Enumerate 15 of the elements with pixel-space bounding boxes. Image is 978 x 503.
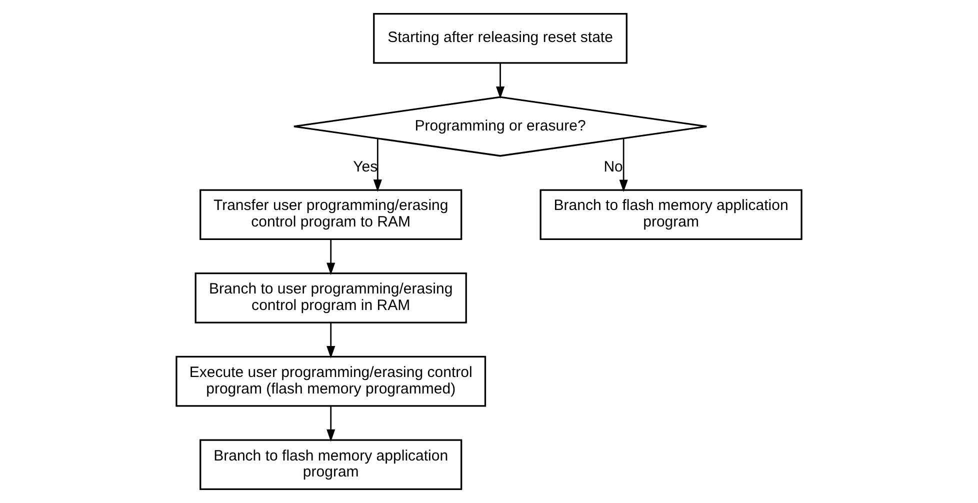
node-box: Branch to flash memory application program (200, 439, 462, 490)
node-box: Execute user programming/erasing control program (flash memory programmed) (176, 356, 486, 407)
arrow (373, 138, 382, 192)
arrow (326, 240, 336, 276)
edge-label: Yes (353, 158, 378, 176)
node-box: Transfer user programming/erasing control program to RAM (200, 189, 462, 240)
node-box: Branch to user programming/erasing control program in RAM (194, 272, 467, 324)
edge-label: No (604, 158, 623, 176)
arrow (326, 406, 336, 442)
arrow (496, 63, 505, 99)
node-box: Branch to flash memory application program (540, 189, 802, 240)
node-box: Starting after releasing reset state (373, 12, 628, 64)
arrow (619, 138, 628, 192)
arrow (326, 322, 336, 358)
node-diamond: Programming or erasure? (293, 96, 708, 157)
